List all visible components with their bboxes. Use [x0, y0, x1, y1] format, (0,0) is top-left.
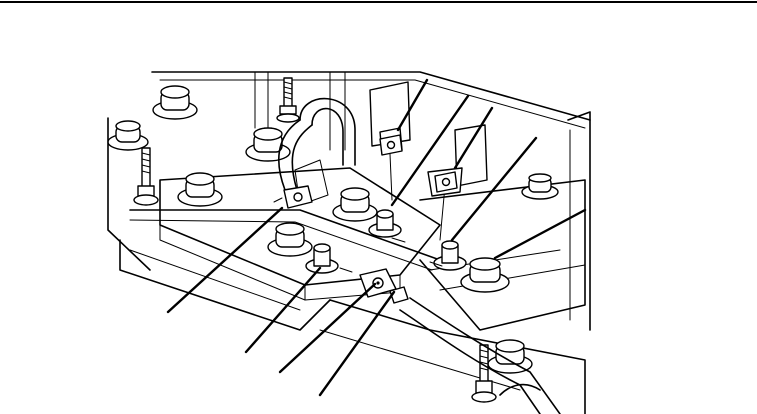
leader-line-5	[493, 208, 587, 260]
terminal-post-center	[368, 209, 402, 238]
leader-line-9	[318, 290, 396, 397]
callout-leader-lines	[166, 78, 587, 397]
leader-line-3	[453, 106, 494, 170]
filler-caps	[107, 85, 559, 374]
leader-line-4	[450, 136, 538, 242]
leader-line-8	[278, 282, 377, 374]
leader-line-7	[244, 266, 322, 354]
hold-down-rods	[133, 77, 497, 403]
battery-case-outlines	[107, 71, 591, 414]
terminal-clamp-top	[379, 134, 403, 156]
terminal-clamp-right	[434, 171, 458, 193]
leader-line-6	[166, 206, 284, 314]
leader-line-1	[396, 78, 429, 132]
terminal-post-right	[433, 240, 467, 271]
battery-cables	[277, 97, 561, 414]
top-rule	[0, 1, 757, 3]
terminal-posts	[305, 209, 467, 274]
leader-line-2	[390, 94, 470, 207]
terminal-clamp-upper-left	[273, 185, 313, 209]
terminal-post-left	[305, 243, 339, 274]
